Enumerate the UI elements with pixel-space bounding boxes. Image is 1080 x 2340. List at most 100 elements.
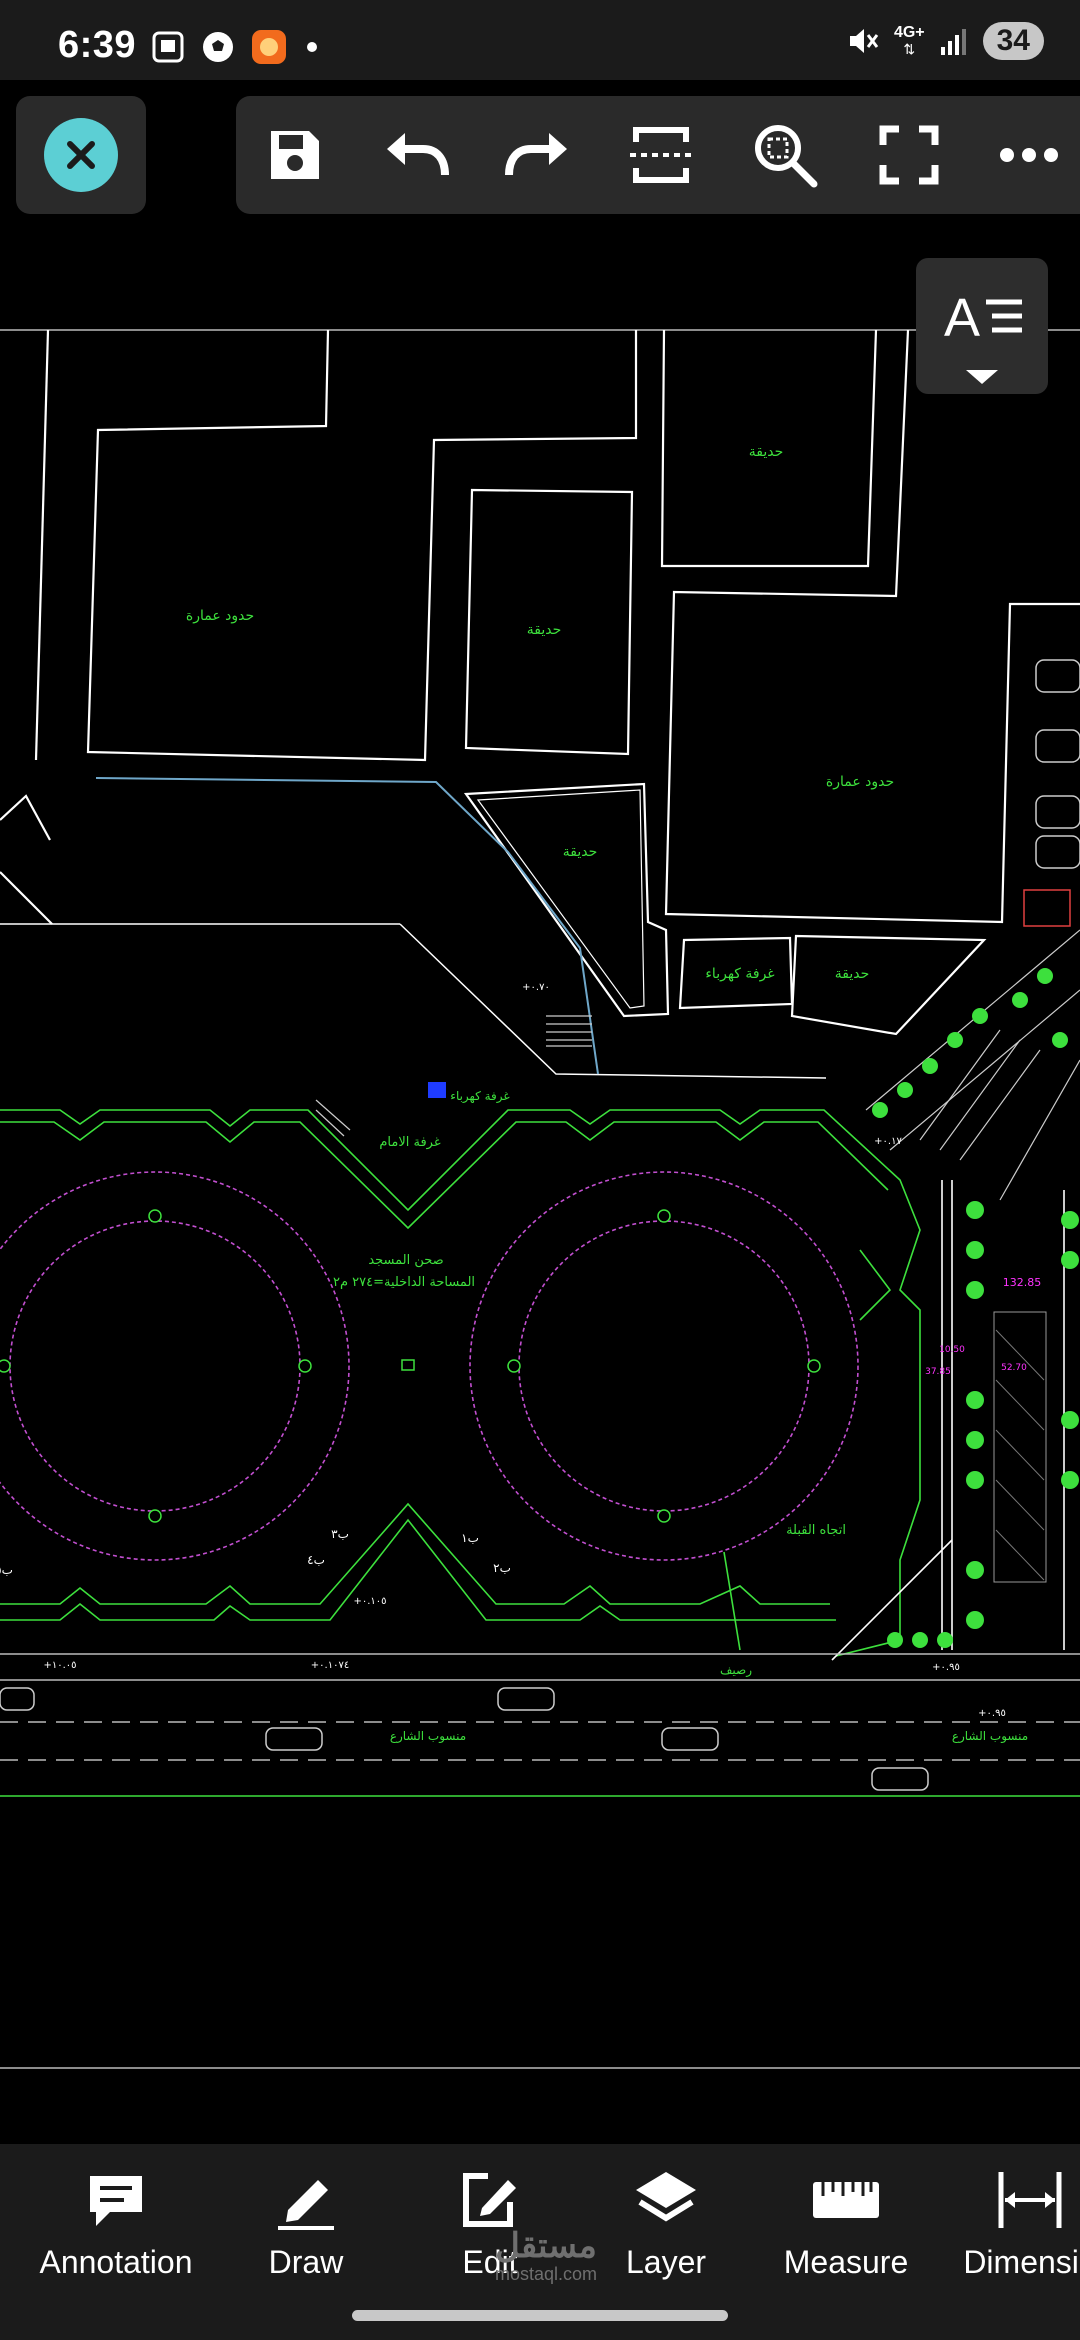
watermark: مستقل mostaql.com: [476, 2226, 616, 2285]
boundary-wall: [95, 777, 599, 1075]
screenshot-icon: [152, 31, 184, 63]
label-level-3: +٠.١٠٥: [353, 1596, 386, 1607]
ramp-hatch: [995, 1329, 1045, 1581]
zoom-window-icon: [755, 125, 818, 188]
text-style-icon: A: [944, 288, 1022, 384]
network-type: 4G+: [893, 24, 925, 41]
save-button[interactable]: [258, 118, 332, 192]
undo-button[interactable]: [380, 118, 454, 192]
redo-button[interactable]: [500, 118, 574, 192]
parking-stalls: [1035, 659, 1080, 869]
measure-tab[interactable]: Measure: [776, 2164, 916, 2314]
label-level-5: +١٠.٠٥: [43, 1660, 76, 1671]
label-level-7: +٠.٩٥: [978, 1708, 1006, 1719]
label-electric-room-top: غرفة كهرباء: [705, 966, 774, 982]
layer-label: Layer: [625, 2244, 707, 2280]
label-dim-3: 37.85: [925, 1367, 951, 1377]
tools-container: [236, 96, 1080, 214]
close-button[interactable]: [44, 118, 118, 192]
annotation-icon: [90, 2176, 142, 2226]
dome-circles: [0, 1171, 859, 1561]
dimension-icon: [998, 2172, 1062, 2228]
label-door-b2: ب٢: [493, 1561, 511, 1575]
label-courtyard: صحن المسجد: [368, 1253, 443, 1268]
layers-icon: [636, 2172, 696, 2222]
top-toolbar: [0, 80, 1080, 220]
label-sidewalk: رصيف: [720, 1663, 752, 1678]
label-level-2: +٠.١٧: [874, 1136, 902, 1147]
label-inner-area: المساحة الداخلية=٢٧٤ م٢: [333, 1275, 475, 1290]
mosque-outline: [0, 1109, 921, 1657]
label-level-6: +٠.٩٥: [932, 1662, 960, 1673]
label-qibla: اتجاه القبلة: [786, 1523, 846, 1538]
zoom-window-button[interactable]: [748, 118, 822, 192]
undo-icon: [387, 133, 449, 176]
label-street-level-left: منسوب الشارع: [390, 1729, 466, 1744]
edit-label: Edit: [462, 2244, 518, 2280]
soccer-ball-icon: [203, 32, 233, 62]
mute-icon: [849, 29, 879, 53]
dot-icon: [307, 42, 317, 52]
svg-text:A: A: [944, 288, 980, 348]
gate: [1023, 889, 1071, 927]
marker: [428, 1082, 446, 1098]
label-dim-2: 10.50: [939, 1345, 965, 1355]
fullscreen-button[interactable]: [872, 118, 946, 192]
small-stairs: [315, 1015, 592, 1137]
draw-tab[interactable]: Draw: [246, 2164, 366, 2314]
layer-tab[interactable]: Layer: [606, 2164, 726, 2314]
columns: [0, 1209, 821, 1523]
close-icon: [67, 141, 95, 169]
label-dim-1: 132.85: [1003, 1276, 1042, 1289]
entrance-stairs: [865, 929, 1080, 1201]
watermark-latin: mostaql.com: [494, 2264, 598, 2284]
close-container: [16, 96, 146, 214]
label-garden-2: حديقة: [527, 622, 562, 638]
signal-icon: [940, 29, 966, 55]
label-level-4: +٠.١٠٧٤: [311, 1660, 349, 1671]
label-level-1: +٠.٧٠: [522, 982, 550, 993]
label-imam-room: غرفة الامام: [379, 1135, 440, 1150]
label-door-b5: ب٥: [0, 1563, 13, 1577]
draw-label: Draw: [268, 2244, 344, 2280]
label-door-b3: ب٣: [331, 1527, 349, 1541]
fit-width-button[interactable]: [624, 118, 698, 192]
fit-width-icon: [630, 127, 692, 183]
status-left-icons: [150, 28, 322, 66]
label-building-boundary-right: حدود عمارة: [826, 774, 894, 790]
street-edges: [0, 1180, 1080, 1797]
dimension-tab[interactable]: Dimensio: [950, 2164, 1080, 2314]
annotation-tab[interactable]: Annotation: [36, 2164, 196, 2314]
annotation-label: Annotation: [39, 2244, 193, 2280]
watermark-arabic: مستقل: [495, 2227, 597, 2265]
label-building-boundary-left: حدود عمارة: [186, 608, 254, 624]
edit-tab[interactable]: Edit: [430, 2164, 550, 2314]
drawing-canvas[interactable]: حدود عمارة حديقة حديقة حديقة حديقة حدود …: [0, 220, 1080, 2144]
bottom-toolbar: Annotation Draw Edit Layer Measure Dimen…: [0, 2144, 1080, 2340]
label-dim-4: 52.70: [1001, 1363, 1027, 1373]
pencil-icon: [278, 2180, 334, 2230]
4g-data-icon: 4G+ ⇅: [893, 24, 925, 58]
more-button[interactable]: [992, 118, 1066, 192]
redo-icon: [505, 133, 567, 176]
measure-label: Measure: [783, 2244, 909, 2280]
battery-level: 34: [982, 22, 1044, 60]
trees: [872, 968, 1079, 1648]
status-time: 6:39: [58, 24, 137, 66]
cars: [0, 1687, 929, 1791]
drawing-labels: حدود عمارة حديقة حديقة حديقة حديقة حدود …: [0, 444, 1041, 1744]
label-garden-3: حديقة: [563, 844, 598, 860]
text-style-button[interactable]: A: [916, 258, 1048, 394]
ruler-icon: [813, 2182, 879, 2218]
app-notification-icon: [252, 30, 286, 64]
label-door-b1: ب١: [461, 1531, 479, 1545]
save-icon: [271, 131, 319, 179]
more-icon: [1000, 148, 1058, 162]
fullscreen-icon: [879, 125, 939, 185]
status-right-icons: 4G+ ⇅ 34: [844, 22, 1044, 60]
edit-icon: [463, 2173, 516, 2227]
home-indicator[interactable]: [352, 2310, 728, 2321]
dimension-label: Dimensio: [963, 2244, 1080, 2280]
site-boundaries: [0, 329, 1080, 1079]
ramp: [993, 1311, 1047, 1583]
